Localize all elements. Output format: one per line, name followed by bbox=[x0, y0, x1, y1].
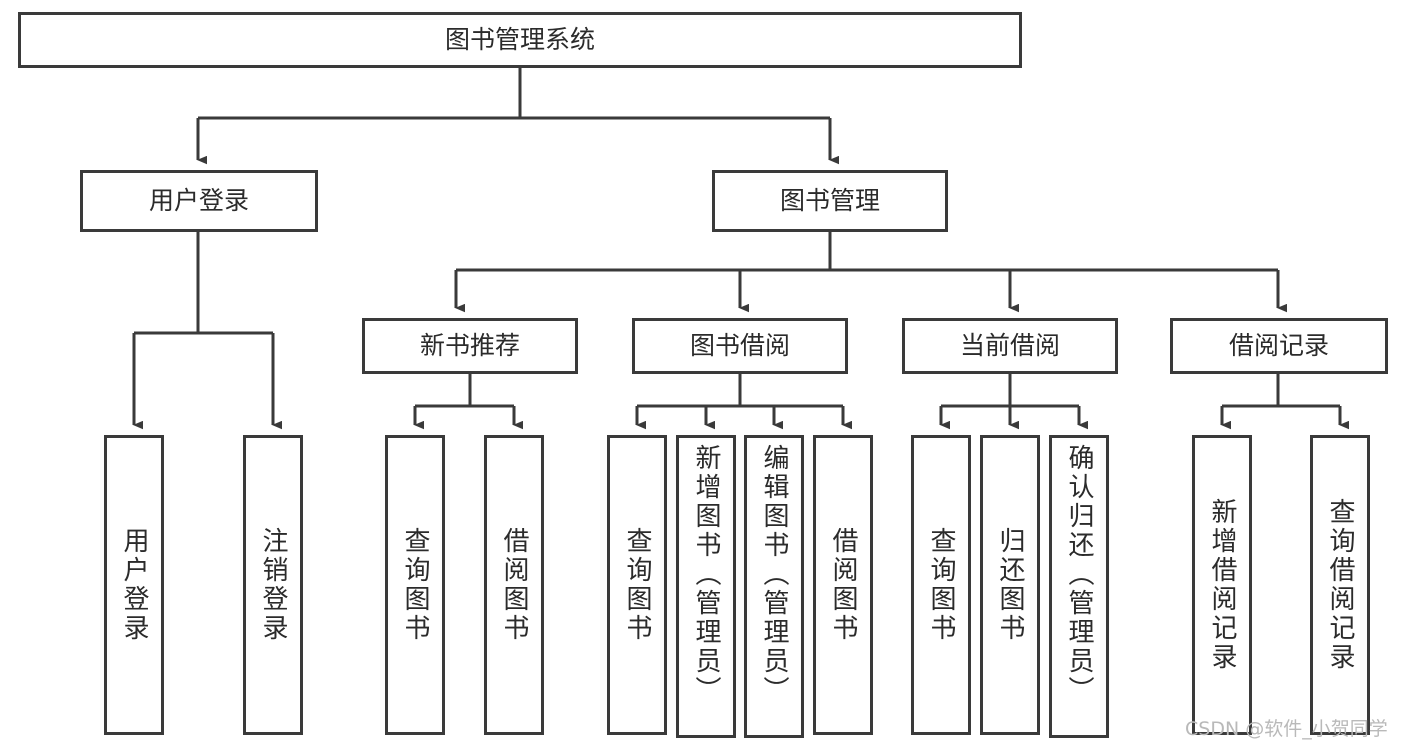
node-label: 图书管理 bbox=[779, 186, 880, 216]
node-borrow-record[interactable]: 借阅记录 bbox=[1170, 318, 1388, 374]
leaf-return-book[interactable]: 归还图书 bbox=[980, 435, 1040, 735]
node-label: 归还图书 bbox=[995, 527, 1025, 643]
leaf-query-book-current[interactable]: 查询图书 bbox=[911, 435, 971, 735]
node-new-book-recommend[interactable]: 新书推荐 bbox=[362, 318, 578, 374]
node-label: 图书借阅 bbox=[689, 331, 790, 361]
leaf-edit-book-admin[interactable]: 编辑图书（管理员） bbox=[744, 435, 804, 738]
node-label: 注销登录 bbox=[258, 527, 288, 643]
watermark: CSDN @软件_小贺同学 bbox=[1185, 718, 1388, 740]
node-label: 查询图书 bbox=[400, 527, 430, 643]
leaf-add-book-admin[interactable]: 新增图书（管理员） bbox=[676, 435, 736, 738]
leaf-borrow-book[interactable]: 借阅图书 bbox=[813, 435, 873, 735]
leaf-user-login[interactable]: 用户登录 bbox=[104, 435, 164, 735]
leaf-confirm-return-admin[interactable]: 确认归还（管理员） bbox=[1049, 435, 1109, 738]
node-label: 用户登录 bbox=[119, 527, 149, 643]
leaf-query-book-borrow[interactable]: 查询图书 bbox=[607, 435, 667, 735]
node-label: 新增借阅记录 bbox=[1207, 498, 1237, 672]
node-label: 查询图书 bbox=[622, 527, 652, 643]
node-label: 查询图书 bbox=[926, 527, 956, 643]
node-book-borrow[interactable]: 图书借阅 bbox=[632, 318, 848, 374]
node-current-borrow[interactable]: 当前借阅 bbox=[902, 318, 1118, 374]
node-label: 新书推荐 bbox=[419, 331, 520, 361]
leaf-borrow-book-recommend[interactable]: 借阅图书 bbox=[484, 435, 544, 735]
node-label: 借阅图书 bbox=[499, 527, 529, 643]
node-user-login[interactable]: 用户登录 bbox=[80, 170, 318, 232]
node-label: 图书管理系统 bbox=[444, 25, 595, 55]
node-root-system[interactable]: 图书管理系统 bbox=[18, 12, 1022, 68]
leaf-query-book-recommend[interactable]: 查询图书 bbox=[385, 435, 445, 735]
node-label: 当前借阅 bbox=[959, 331, 1060, 361]
node-label: 借阅图书 bbox=[828, 527, 858, 643]
node-label: 确认归还（管理员） bbox=[1064, 444, 1094, 705]
node-label: 编辑图书（管理员） bbox=[759, 444, 789, 705]
node-label: 借阅记录 bbox=[1228, 331, 1329, 361]
node-label: 新增图书（管理员） bbox=[691, 444, 721, 705]
node-book-management[interactable]: 图书管理 bbox=[712, 170, 948, 232]
leaf-query-borrow-record[interactable]: 查询借阅记录 bbox=[1310, 435, 1370, 735]
node-label: 查询借阅记录 bbox=[1325, 498, 1355, 672]
leaf-logout[interactable]: 注销登录 bbox=[243, 435, 303, 735]
leaf-add-borrow-record[interactable]: 新增借阅记录 bbox=[1192, 435, 1252, 735]
node-label: 用户登录 bbox=[148, 186, 249, 216]
